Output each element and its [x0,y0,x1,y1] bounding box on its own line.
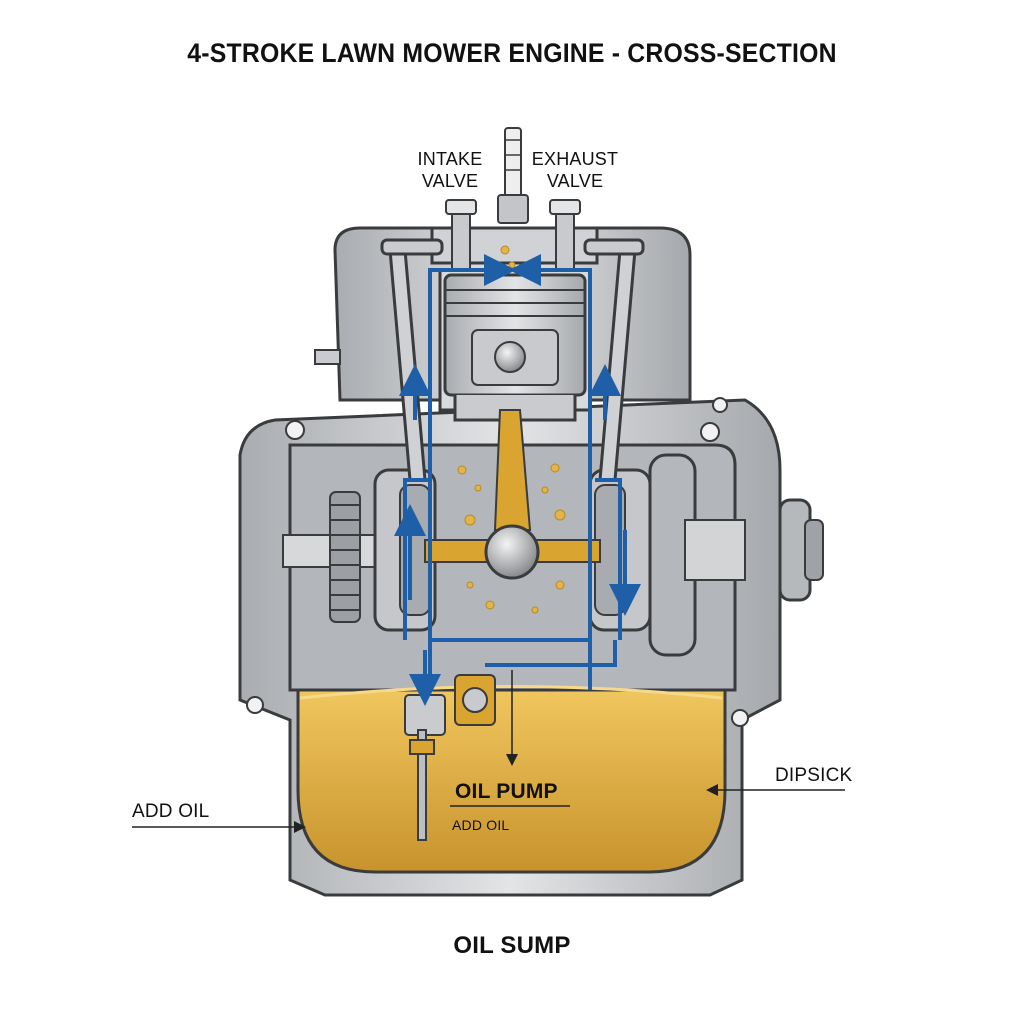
intake-valve [445,199,477,271]
add-oil-inner-label: ADD OIL [452,817,510,833]
spark-plug [497,127,529,224]
piston [443,273,587,422]
exhaust-valve-label: EXHAUST VALVE [531,149,619,191]
oil-sump-label: OIL SUMP [453,932,571,959]
rocker-arms [380,238,645,256]
dipstick-label: DIPSICK [775,765,853,786]
dipstick-tube [409,729,435,841]
block-side-fin [314,349,341,365]
timing-gear [329,491,361,623]
mounting-bolts [246,397,749,727]
connecting-rod [493,409,532,531]
crank-pin [484,524,540,580]
add-oil-label: ADD OIL [132,801,210,822]
oil-flow-lines [394,254,641,706]
diagram-title: 4-STROKE LAWN MOWER ENGINE - CROSS-SECTI… [187,38,837,68]
intake-valve-label: INTAKE VALVE [417,149,483,191]
oil-pump-label: OIL PUMP [455,780,558,803]
